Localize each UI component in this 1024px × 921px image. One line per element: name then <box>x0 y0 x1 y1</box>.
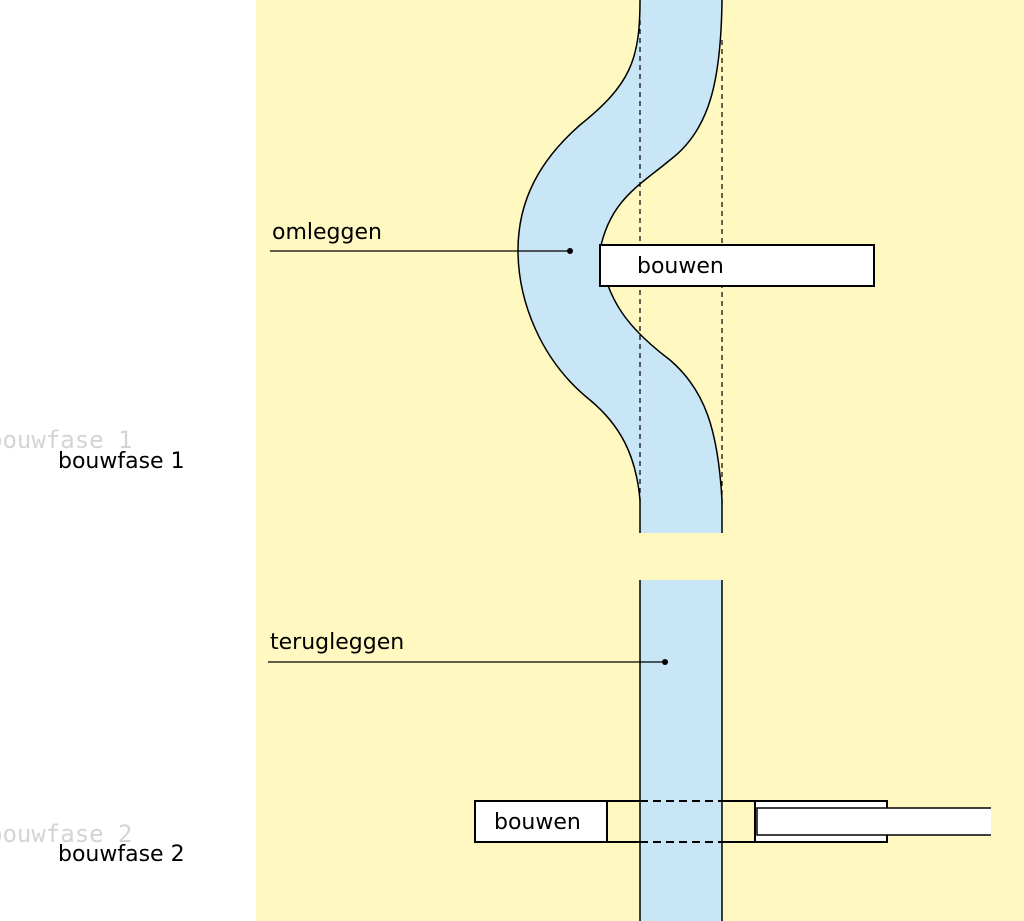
callout-dot-phase1 <box>567 248 573 254</box>
road-extension-lines <box>756 807 991 836</box>
stage-label-phase2: bouwfase 2 <box>58 842 185 867</box>
build-label-phase1: bouwen <box>637 254 724 279</box>
stage-label-phase1: bouwfase 1 <box>58 449 185 474</box>
phase-1: bouwen omleggen bouwfase 1 bouwfase 1 <box>0 0 875 533</box>
restored-watercourse <box>640 580 722 921</box>
callout-omleggen: omleggen <box>272 220 382 245</box>
stage-ghost-phase2: bouwfase 2 <box>0 820 133 848</box>
build-box-phase1 <box>599 244 875 287</box>
left-bank-line <box>517 0 641 533</box>
stage-ghost-phase1: bouwfase 1 <box>0 426 133 454</box>
built-structure-part <box>474 800 608 843</box>
phase-2: terugleggen bouwen bouwfase 2 bouwfase 2 <box>0 580 991 921</box>
callout-terugleggen: terugleggen <box>270 630 404 655</box>
build-label-phase2: bouwen <box>494 810 581 835</box>
diverted-watercourse <box>518 0 722 533</box>
callout-dot-phase2 <box>662 659 668 665</box>
